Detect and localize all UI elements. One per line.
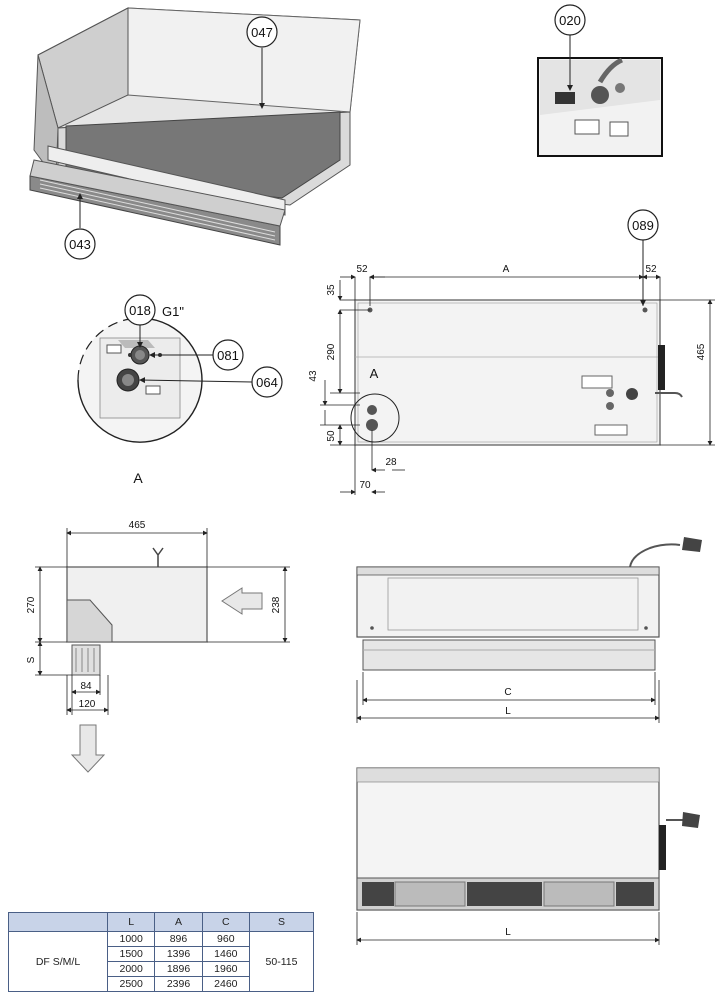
table-cell: 1396 [154,946,203,962]
table-cell: 1500 [106,946,156,962]
bottom-view [356,767,700,911]
front-view-dimension-labels: 52 A 52 35 290 43 50 28 70 465 A [308,264,707,491]
dim-52-left: 52 [356,264,368,275]
dim-290: 290 [326,343,337,360]
g1-thread-label: G1" [162,304,184,319]
dim-50: 50 [326,430,337,442]
dim-43: 43 [308,370,319,382]
callout-064: 064 [139,366,283,398]
callout-018: 018 G1" [124,294,184,348]
table-cell: 896 [154,931,203,947]
table-cell: 960 [201,931,250,947]
dim-L-top: L [505,706,511,717]
table-cell: 2460 [201,976,250,992]
table-row: 2500 2396 2460 [9,976,314,992]
dim-35: 35 [326,284,337,296]
dim-465-side: 465 [129,520,146,531]
callout-081: 081 [149,339,244,371]
table-header-C: C [201,912,250,932]
callout-047-label: 047 [251,25,273,40]
table-cell: 1896 [154,961,203,977]
detail-020-view: 020 [537,4,663,157]
dim-L-bottom: L [505,927,511,938]
table-row: 1500 1396 1460 [9,946,314,962]
bottom-view-dimensions [356,912,660,945]
callout-047: 047 [246,16,278,109]
table-cell: 2000 [106,961,156,977]
callout-043: 043 [64,193,96,260]
table-cell: 1000 [106,931,156,947]
table-cell: 1960 [201,961,250,977]
table-model-cell: DF S/M/L [8,931,108,992]
table-cell: 2396 [154,976,203,992]
dim-S: S [26,656,37,663]
isometric-unit-view [29,7,361,246]
dim-270: 270 [26,596,37,613]
callout-043-label: 043 [69,237,91,252]
dim-120: 120 [79,699,96,710]
table-header-L: L [106,912,156,932]
table-header-A: A [154,912,203,932]
dim-C: C [504,687,511,698]
dim-465-right: 465 [696,343,707,360]
callout-020-label: 020 [559,13,581,28]
dim-28: 28 [385,457,397,468]
front-view [350,299,683,446]
callout-064-label: 064 [256,375,278,390]
table-row: 2000 1896 1960 [9,961,314,977]
dim-70: 70 [359,480,371,491]
side-view [66,547,263,773]
front-view-dimensions [320,274,715,495]
detail-a-front-label: A [370,366,379,381]
table-header-row: L A C S [8,912,315,932]
table-s-cell: 50-115 [248,931,315,992]
detail-a-caption: A [133,470,143,486]
callout-089-label: 089 [632,218,654,233]
dim-A-top: A [503,264,510,275]
rear-view-dimensions [356,672,660,723]
callout-089: 089 [627,209,659,306]
table-row: DF S/M/L 1000 896 960 50-115 [8,931,315,992]
table-header-S: S [248,912,315,932]
rear-view [356,537,702,671]
callout-018-label: 018 [129,303,151,318]
side-view-dimension-labels: 465 270 S 238 84 120 [26,520,282,710]
callout-081-label: 081 [217,348,239,363]
table-header-model [8,912,108,932]
table-cell: 1460 [201,946,250,962]
table-cell: 2500 [106,976,156,992]
dim-84: 84 [80,681,92,692]
side-view-dimensions [35,528,290,715]
dim-52-right: 52 [645,264,657,275]
dimensions-table: L A C S DF S/M/L 1000 896 960 50-115 150… [8,912,315,992]
dim-238: 238 [271,596,282,613]
